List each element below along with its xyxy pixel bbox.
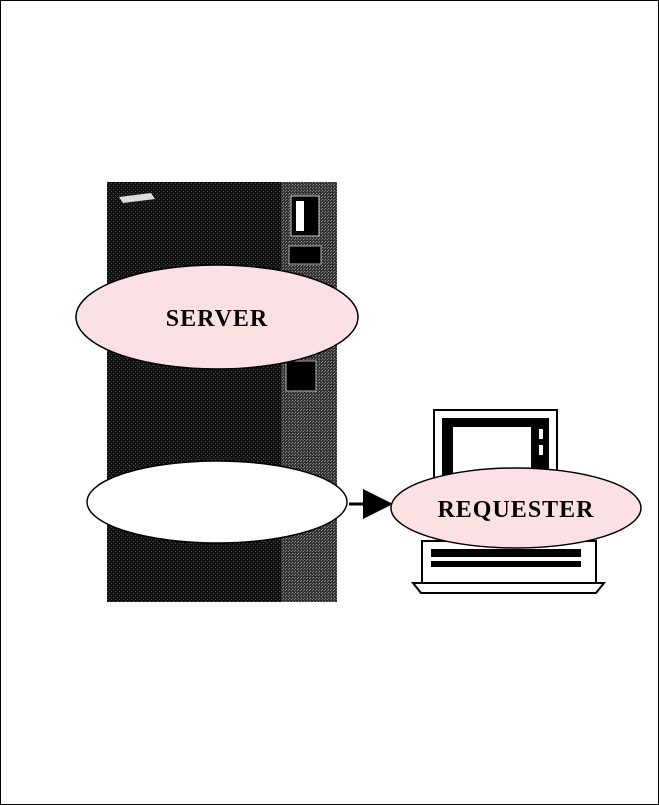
blank-node: [87, 461, 347, 543]
requester-node: REQUESTER: [391, 468, 641, 548]
server-node: SERVER: [76, 265, 358, 369]
requester-label: REQUESTER: [437, 497, 594, 523]
server-label: SERVER: [166, 306, 269, 332]
